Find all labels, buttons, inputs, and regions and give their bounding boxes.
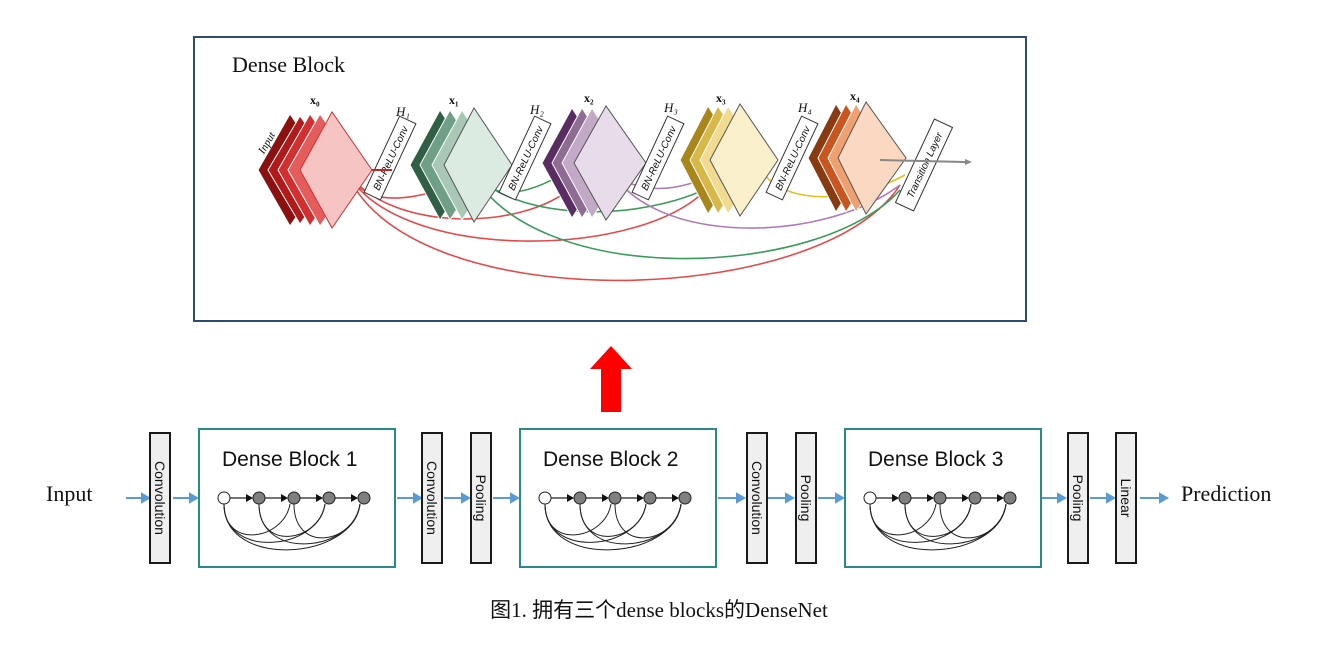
- transition-layer-box: Transition Layer: [894, 118, 954, 212]
- feature-map-x0: [257, 111, 373, 229]
- stage-pooling-1: Pooling: [470, 432, 492, 564]
- feature-map-x3: [679, 103, 779, 217]
- mini-dense-graphs: [217, 491, 1017, 551]
- skip-x0-h4: [344, 167, 901, 282]
- mini-arrowhead: [892, 494, 899, 502]
- node-label-x0: x₀: [310, 93, 320, 107]
- mini-node: [357, 491, 371, 505]
- mini-skip-edge: [293, 503, 361, 539]
- pipeline-connectors: [126, 346, 1170, 551]
- dense-block-3-label: Dense Block 3: [868, 448, 1004, 471]
- mini-arrowhead: [246, 494, 253, 502]
- feature-map-x2: [541, 105, 647, 221]
- mini-input-node: [863, 491, 877, 505]
- pipeline-input-label: Input: [46, 481, 93, 506]
- mini-node: [573, 491, 587, 505]
- stage-dense-block-3: [844, 428, 1042, 568]
- pipeline-output-label: Prediction: [1181, 481, 1272, 506]
- stage-convolution-1: Convolution: [149, 432, 171, 564]
- mini-node: [898, 491, 912, 505]
- stage-pooling-3: Pooling: [1067, 432, 1089, 564]
- op-label-h4: H₄: [797, 100, 812, 115]
- mini-node: [933, 491, 947, 505]
- mini-node: [968, 491, 982, 505]
- mini-arrowhead: [997, 494, 1004, 502]
- feature-map-x1: [409, 107, 513, 223]
- mini-node: [322, 491, 336, 505]
- stage-convolution-3: Convolution: [746, 432, 768, 564]
- mini-input-node: [538, 491, 552, 505]
- dense-block-detail-panel: [193, 36, 1027, 322]
- stage-convolution-2: Convolution: [421, 432, 443, 564]
- mini-arrowhead: [927, 494, 934, 502]
- mini-node: [1003, 491, 1017, 505]
- mini-arrowhead: [672, 494, 679, 502]
- op-box-h1: BN-ReLU-Conv: [363, 115, 417, 201]
- skip-x0-h2: [344, 167, 576, 220]
- stage-pooling-2: Pooling: [795, 432, 817, 564]
- mini-arrowhead: [281, 494, 288, 502]
- node-label-x4: x₄: [850, 89, 860, 103]
- op-label-h1: H₁: [395, 104, 410, 119]
- node-label-x2: x₂: [584, 91, 594, 105]
- expand-arrow-icon: [590, 346, 632, 412]
- op-label-h3: H₃: [663, 100, 678, 115]
- mini-arrowhead: [602, 494, 609, 502]
- skip-x0-h3: [344, 167, 711, 242]
- dense-block-1-label: Dense Block 1: [222, 448, 358, 471]
- forward-arrows: [372, 159, 972, 171]
- dense-block-diagram: BN-ReLU-Conv BN-ReLU-Conv BN-ReLU-Conv B…: [256, 89, 972, 282]
- stage-linear: Linear: [1115, 432, 1137, 564]
- feature-map-x4: [807, 101, 907, 215]
- mini-arrowhead: [567, 494, 574, 502]
- mini-arrowhead: [316, 494, 323, 502]
- skip-x1-h4: [469, 167, 901, 260]
- mini-arrowhead: [962, 494, 969, 502]
- flow-arrows: [126, 492, 1170, 504]
- mini-skip-edge: [939, 503, 1007, 539]
- figure-caption: 图1. 拥有三个dense blocks的DenseNet: [490, 598, 828, 622]
- op-label-h2: H₂: [529, 102, 544, 117]
- mini-arrowhead: [351, 494, 358, 502]
- mini-arrowhead: [637, 494, 644, 502]
- stage-dense-block-2: [519, 428, 717, 568]
- node-label-x3: x₃: [716, 91, 726, 105]
- node-label-x1: x₁: [449, 93, 459, 107]
- mini-node: [678, 491, 692, 505]
- mini-input-node: [217, 491, 231, 505]
- detail-title: Dense Block: [232, 52, 346, 77]
- stage-dense-block-1: [198, 428, 396, 568]
- mini-skip-edge: [614, 503, 682, 539]
- mini-node: [608, 491, 622, 505]
- dense-block-2-label: Dense Block 2: [543, 448, 679, 471]
- mini-node: [252, 491, 266, 505]
- mini-node: [643, 491, 657, 505]
- mini-node: [287, 491, 301, 505]
